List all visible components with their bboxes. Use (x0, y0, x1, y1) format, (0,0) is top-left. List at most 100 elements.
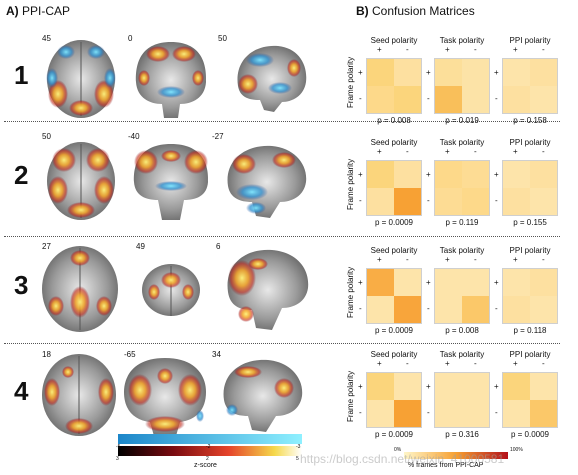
colorbar-tick: -3 (296, 444, 301, 450)
column-minus-label: - (406, 359, 409, 368)
matrix-cell (394, 400, 421, 427)
confusion-matrix (366, 372, 422, 428)
matrix-cell (530, 296, 557, 323)
row-minus-label: - (427, 304, 430, 313)
p-value: p = 0.155 (513, 218, 547, 227)
column-plus-label: + (513, 255, 518, 264)
slice-coordinate: 34 (212, 350, 221, 359)
matrix-cell (435, 86, 462, 113)
column-minus-label: - (474, 147, 477, 156)
slice-coordinate: -65 (124, 350, 136, 359)
row-minus-label: - (427, 196, 430, 205)
watermark: https://blog.csdn.net/weixin_41000581 (300, 452, 505, 466)
slice-coordinate: -40 (128, 132, 140, 141)
row-plus-label: + (358, 68, 363, 77)
brain-axial-slice (42, 354, 116, 436)
brain-sagittal-slice (227, 145, 307, 218)
matrix-header: PPI polarity (509, 350, 551, 359)
row-minus-label: - (359, 304, 362, 313)
matrix-cell (367, 400, 394, 427)
matrix-cell (530, 400, 557, 427)
matrix-header: PPI polarity (509, 246, 551, 255)
column-plus-label: + (377, 255, 382, 264)
matrix-cell (462, 86, 489, 113)
brain-axial-slice (47, 142, 115, 220)
matrix-cell (435, 373, 462, 400)
p-value: p = 0.119 (445, 218, 479, 227)
matrix-header: PPI polarity (509, 138, 551, 147)
matrix-cell (394, 296, 421, 323)
frame-polarity-label: Frame polarity (346, 56, 355, 108)
matrix-cell (435, 59, 462, 86)
matrix-cell (462, 269, 489, 296)
colorbar-tick: 3 (116, 456, 119, 462)
slice-coordinate: 6 (216, 242, 221, 251)
brain-axial-slice (42, 246, 118, 332)
matrix-cell (394, 269, 421, 296)
matrix-cell (367, 373, 394, 400)
p-value: p = 0.316 (445, 430, 479, 439)
matrix-header: Seed polarity (370, 246, 418, 255)
row-plus-label: + (358, 170, 363, 179)
column-minus-label: - (406, 147, 409, 156)
row-plus-label: + (494, 68, 499, 77)
row-plus-label: + (494, 170, 499, 179)
column-plus-label: + (377, 45, 382, 54)
matrix-cell (462, 188, 489, 215)
row-minus-label: - (427, 408, 430, 417)
brain-sagittal-slice (237, 45, 307, 112)
colorbar-tick: 5 (296, 456, 299, 462)
p-value: p = 0.008 (377, 116, 411, 125)
matrix-header: Seed polarity (370, 36, 418, 45)
slice-coordinate: 50 (42, 132, 51, 141)
column-minus-label: - (474, 255, 477, 264)
frame-polarity-label: Frame polarity (346, 370, 355, 422)
matrix-cell (503, 86, 530, 113)
row-plus-label: + (494, 278, 499, 287)
matrix-cell (394, 161, 421, 188)
matrix-cell (394, 86, 421, 113)
matrix-cell (367, 161, 394, 188)
confusion-matrix (366, 160, 422, 216)
matrix-cell (435, 188, 462, 215)
brain-coronal-slice (133, 144, 209, 220)
confusion-matrix (434, 58, 490, 114)
matrix-header: Seed polarity (370, 138, 418, 147)
matrix-header: PPI polarity (509, 36, 551, 45)
brain-axial-slice (46, 40, 116, 118)
slice-coordinate: 0 (128, 34, 133, 43)
slice-coordinate: 45 (42, 34, 51, 43)
column-plus-label: + (377, 359, 382, 368)
column-minus-label: - (474, 359, 477, 368)
column-minus-label: - (542, 255, 545, 264)
confusion-matrix (366, 58, 422, 114)
matrix-cell (462, 373, 489, 400)
colorbar-tick: 2 (206, 456, 209, 462)
matrix-header: Task polarity (439, 138, 485, 147)
matrix-header: Task polarity (439, 36, 485, 45)
matrix-cell (530, 161, 557, 188)
colorbar-label: z-score (194, 462, 217, 469)
percent-max-label: 100% (510, 447, 523, 453)
matrix-cell (394, 59, 421, 86)
matrix-cell (503, 269, 530, 296)
p-value: p = 0.0009 (374, 218, 414, 227)
row-number: 2 (14, 160, 29, 190)
matrix-cell (530, 86, 557, 113)
frame-polarity-label: Frame polarity (346, 158, 355, 210)
matrix-cell (367, 188, 394, 215)
row-plus-label: + (426, 170, 431, 179)
matrix-cell (503, 188, 530, 215)
row-separator (4, 236, 560, 237)
percent-min-label: 0% (394, 447, 402, 453)
confusion-matrix (502, 58, 558, 114)
matrix-cell (503, 373, 530, 400)
matrix-cell (462, 161, 489, 188)
row-plus-label: + (358, 278, 363, 287)
colorbar-tick: -5 (116, 444, 121, 450)
row-minus-label: - (495, 408, 498, 417)
column-minus-label: - (542, 45, 545, 54)
slice-coordinate: 49 (136, 242, 145, 251)
brain-coronal-slice (135, 42, 207, 118)
row-minus-label: - (359, 196, 362, 205)
